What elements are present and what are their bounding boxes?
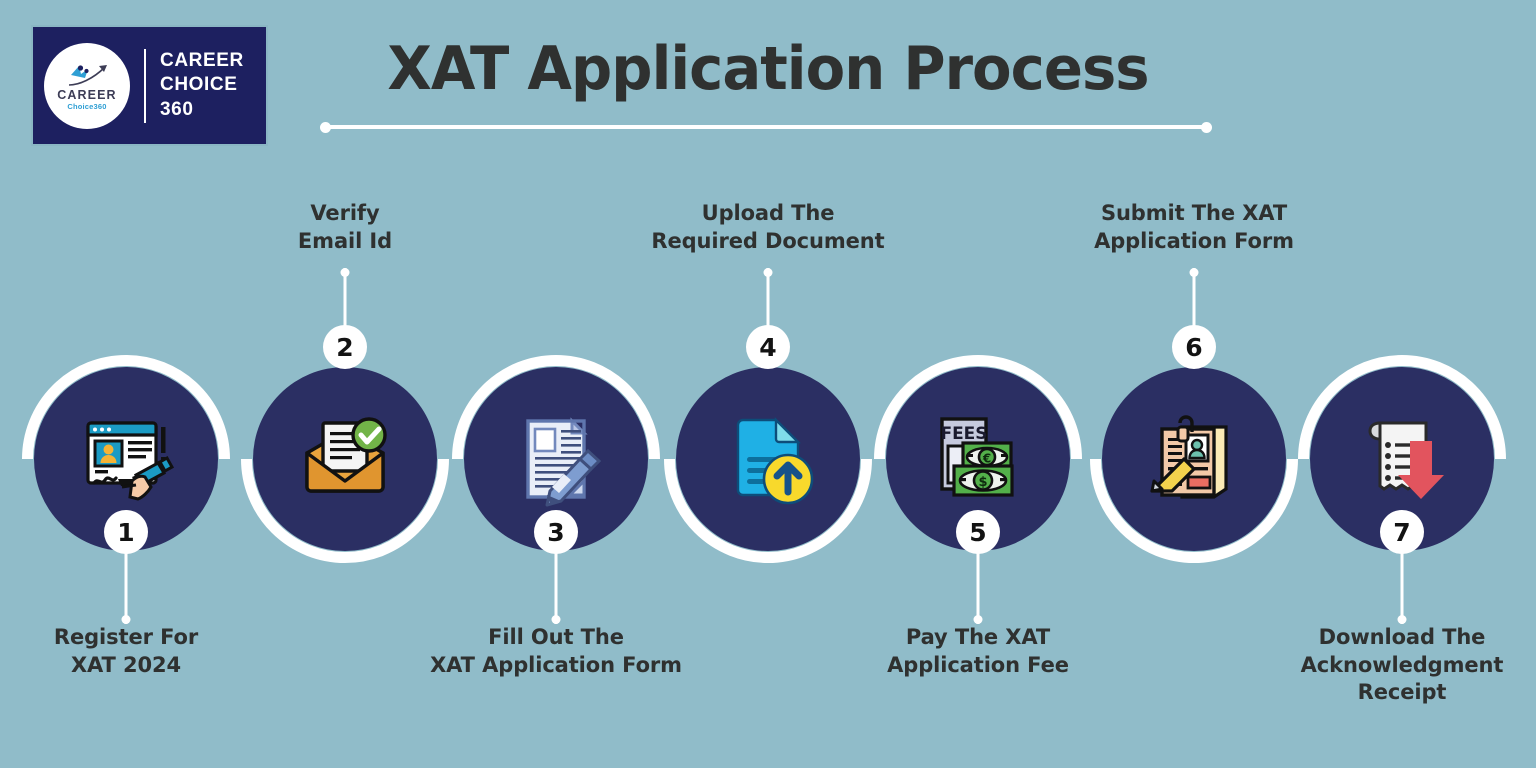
brand-name-line-1: CAREER	[160, 50, 244, 72]
fees-banknotes-icon: FEES € $	[926, 407, 1030, 511]
logo-emblem: CAREER Choice360	[44, 42, 130, 129]
process-step-3: 3 Fill Out The XAT Application Form	[426, 0, 686, 768]
step-disc-6	[1102, 367, 1286, 551]
title-underline-rule	[320, 122, 1212, 133]
step-label-4: Upload The Required Document	[651, 201, 885, 253]
step-badge-3[interactable]: 3	[534, 510, 578, 554]
step-label-6: Submit The XAT Application Form	[1094, 201, 1294, 253]
step-label-2: Verify Email Id	[297, 201, 393, 253]
brand-name: CAREER CHOICE 360	[160, 49, 244, 121]
step-badge-6[interactable]: 6	[1172, 325, 1216, 369]
step-label-3: Fill Out The XAT Application Form	[430, 625, 682, 677]
svg-text:FEES: FEES	[940, 424, 987, 444]
step-connector-3	[551, 548, 561, 624]
step-badge-7[interactable]: 7	[1380, 510, 1424, 554]
page-title: XAT Application Process	[387, 34, 1149, 104]
logo-divider	[144, 48, 146, 123]
step-label-7: Download The Acknowledgment Receipt	[1300, 625, 1504, 705]
brand-logo: CAREER Choice360 CAREER CHOICE 360	[31, 25, 268, 146]
document-upload-icon	[716, 407, 820, 511]
brand-name-line-2: CHOICE	[160, 74, 238, 96]
svg-text:€: €	[982, 452, 991, 466]
step-badge-5[interactable]: 5	[956, 510, 1000, 554]
process-step-7: 7 Download The Acknowledgment Receipt	[1272, 0, 1532, 768]
step-badge-1[interactable]: 1	[104, 510, 148, 554]
career-bird-icon	[61, 61, 113, 91]
process-step-6: 6 Submit The XAT Application Form	[1064, 0, 1324, 768]
step-connector-5	[973, 548, 983, 624]
step-badge-2[interactable]: 2	[323, 325, 367, 369]
receipt-download-icon	[1350, 407, 1454, 511]
registration-form-signing-icon	[74, 407, 178, 511]
rule-bar	[326, 125, 1206, 129]
brand-name-line-3: 360	[160, 98, 194, 120]
step-connector-7	[1397, 548, 1407, 624]
process-step-4: 4 Upload The Required Document	[638, 0, 898, 768]
svg-text:$: $	[978, 475, 987, 490]
application-form-pencil-icon	[1142, 407, 1246, 511]
process-step-2: 2 Verify Email Id	[215, 0, 475, 768]
step-label-1: Register For XAT 2024	[53, 625, 199, 677]
step-disc-1	[34, 367, 218, 551]
rule-dot-right	[1201, 122, 1212, 133]
email-verified-envelope-icon	[293, 407, 397, 511]
step-connector-6	[1189, 268, 1199, 334]
step-connector-2	[340, 268, 350, 334]
process-step-1: 1 Register For XAT 2024	[0, 0, 256, 768]
step-badge-4[interactable]: 4	[746, 325, 790, 369]
process-step-5: FEES € $ 5 Pay The XAT Application Fee	[848, 0, 1108, 768]
step-disc-4	[676, 367, 860, 551]
logo-subtext: Choice360	[67, 102, 107, 111]
rule-dot-left	[320, 122, 331, 133]
step-disc-2	[253, 367, 437, 551]
step-connector-4	[763, 268, 773, 334]
document-pen-icon	[504, 407, 608, 511]
step-label-5: Pay The XAT Application Fee	[887, 625, 1069, 677]
step-connector-1	[121, 548, 131, 624]
logo-wordmark: CAREER	[57, 87, 117, 102]
